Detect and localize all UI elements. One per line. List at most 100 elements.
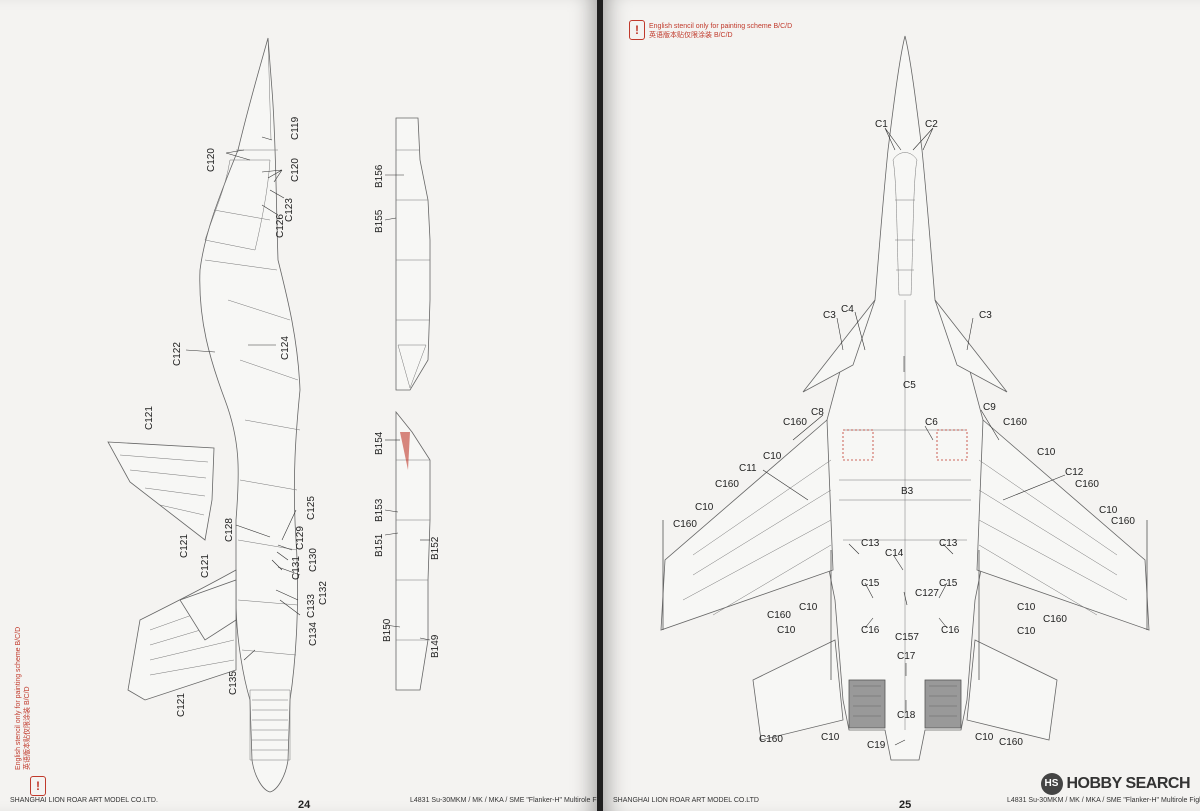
callout-b154: B154 [374,431,385,455]
side-view-diagram: C119 C120 C120 C123 C126 C122 C124 C121 … [107,37,441,793]
page-25: ! English stencil only for painting sche… [603,0,1200,811]
callout-c124: C124 [280,336,291,360]
callout-c12: C12 [1065,467,1084,478]
footer-publisher: SHANGHAI LION ROAR ART MODEL CO.LTD [613,797,759,804]
callout-b153: B153 [374,498,385,522]
stencil-note-cn: 英语版本贴仅限涂装 B/C/D [649,32,733,39]
callout-c157: C157 [895,632,919,643]
callout-c121: C121 [144,406,155,430]
aircraft-side-view [107,37,301,793]
watermark-text: HOBBY SEARCH [1066,775,1191,792]
callout-b151: B151 [374,533,385,557]
stencil-note-en: English stencil only for painting scheme… [15,626,22,770]
callout-c160: C160 [759,734,783,745]
callout-c5: C5 [903,380,916,391]
footer-product: L4831 Su-30MKM / MK / MKA / SME "Flanker… [1007,797,1200,804]
top-view-diagram: C1 C2 C3 C3 C4 C5 C6 C8 C9 C160 C160 C10… [660,35,1150,761]
callout-b156: B156 [374,164,385,188]
callout-c123: C123 [284,198,295,222]
warning-icon: ! [629,20,645,40]
callout-c127: C127 [915,588,939,599]
page-number: 24 [298,799,311,811]
callout-c18: C18 [897,710,916,721]
callout-c120: C120 [206,148,217,172]
callout-c125: C125 [306,496,317,520]
callout-c160: C160 [1043,614,1067,625]
callout-c160: C160 [1111,516,1135,527]
callout-c160: C160 [767,610,791,621]
callout-c122: C122 [172,342,183,366]
callout-c134: C134 [308,622,319,646]
book-gutter [597,0,603,811]
callout-c8: C8 [811,407,824,418]
callout-labels: C119 C120 C120 C123 C126 C122 C124 C121 … [144,116,441,717]
callout-c10: C10 [821,732,840,743]
callout-c3: C3 [823,310,836,321]
nacelle-detail-upper [395,117,431,391]
stencil-note: English stencil only for painting scheme… [649,22,792,40]
callout-c120: C120 [290,158,301,182]
nacelle-detail-lower [395,410,431,691]
callout-c10: C10 [1037,447,1056,458]
callout-c131: C131 [291,556,302,580]
callout-c160: C160 [673,519,697,530]
callout-c160: C160 [715,479,739,490]
callout-c16: C16 [861,625,880,636]
callout-c11: C11 [739,463,757,474]
callout-c2: C2 [925,119,938,130]
callout-c13: C13 [861,538,880,549]
callout-c10: C10 [1017,602,1036,613]
callout-c121: C121 [179,534,190,558]
callout-c10: C10 [777,625,796,636]
callout-c10: C10 [1017,626,1036,637]
callout-b149: B149 [430,634,441,658]
callout-c6: C6 [925,417,938,428]
stencil-note-en: English stencil only for painting scheme… [649,23,793,30]
callout-b3: B3 [901,486,914,497]
callout-c119: C119 [290,116,301,140]
callout-b152: B152 [430,536,441,560]
callout-labels: C1 C2 C3 C3 C4 C5 C6 C8 C9 C160 C160 C10… [673,119,1135,751]
callout-c160: C160 [783,417,807,428]
callout-c10: C10 [1099,505,1118,516]
footer-product: L4831 Su-30MKM / MK / MKA / SME "Flanker… [410,797,597,804]
callout-c135: C135 [228,671,239,695]
callout-c1: C1 [875,119,888,130]
footer-publisher: SHANGHAI LION ROAR ART MODEL CO.LTD. [10,797,158,804]
callout-c15: C15 [861,578,880,589]
callout-b150: B150 [382,618,393,642]
callout-c132: C132 [318,581,329,605]
callout-c13: C13 [939,538,958,549]
callout-c129: C129 [295,526,306,550]
page-number: 25 [899,799,912,811]
callout-leaders [762,127,1066,746]
callout-c130: C130 [308,548,319,572]
callout-c14: C14 [885,548,904,559]
stencil-note-vertical: English stencil only for painting scheme… [14,627,32,770]
page-24: C119 C120 C120 C123 C126 C122 C124 C121 … [0,0,597,811]
callout-c128: C128 [224,518,235,542]
callout-c3: C3 [979,310,992,321]
callout-c160: C160 [999,737,1023,748]
callout-c15: C15 [939,578,958,589]
aircraft-top-view [660,35,1150,761]
callout-c10: C10 [763,451,782,462]
callout-c10: C10 [799,602,818,613]
callout-c121: C121 [200,554,211,578]
warning-icon: ! [30,776,46,796]
callout-c16: C16 [941,625,960,636]
watermark-logo: HS HOBBY SEARCH [1040,773,1191,795]
callout-c160: C160 [1003,417,1027,428]
callout-c19: C19 [867,740,886,751]
callout-c10: C10 [975,732,994,743]
callout-b155: B155 [374,209,385,233]
callout-c9: C9 [983,402,996,413]
stencil-note-cn: 英语版本贴仅限涂装 B/C/D [24,686,31,770]
callout-c121: C121 [176,693,187,717]
callout-c10: C10 [695,502,714,513]
callout-leaders [185,136,431,661]
callout-c4: C4 [841,304,854,315]
callout-c126: C126 [275,214,286,238]
callout-c160: C160 [1075,479,1099,490]
